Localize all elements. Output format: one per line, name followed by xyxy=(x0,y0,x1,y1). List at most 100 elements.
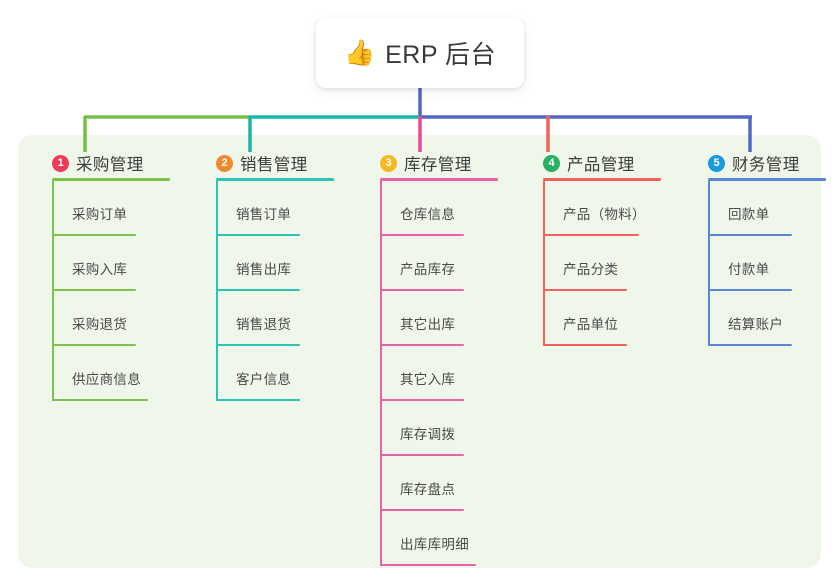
leaf-item[interactable]: 产品（物料） xyxy=(543,181,681,236)
leaf-item[interactable]: 供应商信息 xyxy=(52,346,190,401)
leaf-item[interactable]: 回款单 xyxy=(708,181,839,236)
leaf-label: 回款单 xyxy=(728,207,770,222)
column-header[interactable]: 5 财务管理 xyxy=(682,145,839,181)
column-产品管理: 4 产品管理产品（物料）产品分类产品单位 xyxy=(517,145,681,346)
leaf-item[interactable]: 产品分类 xyxy=(543,236,681,291)
leaf-underline xyxy=(52,234,136,236)
column-header[interactable]: 4 产品管理 xyxy=(517,145,681,181)
leaf-item[interactable]: 销售出库 xyxy=(216,236,354,291)
leaf-spine xyxy=(380,346,382,401)
leaf-spine xyxy=(52,181,54,236)
leaf-label: 销售退货 xyxy=(236,317,292,332)
leaf-item[interactable]: 付款单 xyxy=(708,236,839,291)
leaf-label: 出库库明细 xyxy=(400,537,469,552)
leaf-label: 结算账户 xyxy=(728,317,784,332)
column-header-underline xyxy=(216,178,334,181)
leaf-label: 采购入库 xyxy=(72,262,128,277)
leaf-item[interactable]: 其它出库 xyxy=(380,291,518,346)
leaf-spine xyxy=(380,456,382,511)
leaf-item[interactable]: 出库库明细 xyxy=(380,511,518,566)
leaf-spine xyxy=(380,236,382,291)
leaf-underline xyxy=(216,234,300,236)
diagram-panel xyxy=(18,135,821,568)
leaf-spine xyxy=(216,181,218,236)
leaf-item[interactable]: 产品单位 xyxy=(543,291,681,346)
column-index-badge: 4 xyxy=(543,154,560,172)
leaf-item[interactable]: 结算账户 xyxy=(708,291,839,346)
column-title: 产品管理 xyxy=(567,156,635,174)
column-header-underline xyxy=(380,178,498,181)
leaf-item[interactable]: 销售订单 xyxy=(216,181,354,236)
root-node-label: ERP 后台 xyxy=(385,41,497,69)
leaf-item[interactable]: 仓库信息 xyxy=(380,181,518,236)
leaf-underline xyxy=(380,289,464,291)
leaf-spine xyxy=(216,236,218,291)
column-header-underline xyxy=(52,178,170,181)
leaf-underline xyxy=(380,454,464,456)
leaf-spine xyxy=(52,291,54,346)
leaf-list: 回款单付款单结算账户 xyxy=(708,181,839,346)
leaf-item[interactable]: 采购订单 xyxy=(52,181,190,236)
column-header-underline xyxy=(708,178,826,181)
leaf-label: 付款单 xyxy=(728,262,770,277)
leaf-label: 库存调拨 xyxy=(400,427,456,442)
leaf-underline xyxy=(216,289,300,291)
thumbs-up-icon: 👍 xyxy=(343,38,376,67)
leaf-label: 采购订单 xyxy=(72,207,128,222)
leaf-label: 库存盘点 xyxy=(400,482,456,497)
leaf-underline xyxy=(52,344,136,346)
leaf-spine xyxy=(380,291,382,346)
leaf-underline xyxy=(380,344,464,346)
column-采购管理: 1 采购管理采购订单采购入库采购退货供应商信息 xyxy=(26,145,190,401)
leaf-item[interactable]: 产品库存 xyxy=(380,236,518,291)
leaf-item[interactable]: 采购入库 xyxy=(52,236,190,291)
column-title: 财务管理 xyxy=(732,156,800,174)
leaf-underline xyxy=(216,344,300,346)
leaf-underline xyxy=(380,509,464,511)
leaf-underline xyxy=(708,289,792,291)
leaf-label: 仓库信息 xyxy=(400,207,456,222)
column-title: 销售管理 xyxy=(240,156,308,174)
leaf-item[interactable]: 销售退货 xyxy=(216,291,354,346)
leaf-spine xyxy=(708,181,710,236)
leaf-underline xyxy=(216,399,300,401)
leaf-spine xyxy=(216,346,218,401)
leaf-list: 仓库信息产品库存其它出库其它入库库存调拨库存盘点出库库明细 xyxy=(380,181,518,566)
leaf-list: 产品（物料）产品分类产品单位 xyxy=(543,181,681,346)
leaf-underline xyxy=(543,289,627,291)
leaf-item[interactable]: 其它入库 xyxy=(380,346,518,401)
leaf-label: 销售订单 xyxy=(236,207,292,222)
column-title: 采购管理 xyxy=(76,156,144,174)
column-index-badge: 2 xyxy=(216,154,233,172)
leaf-item[interactable]: 库存调拨 xyxy=(380,401,518,456)
leaf-list: 销售订单销售出库销售退货客户信息 xyxy=(216,181,354,401)
leaf-list: 采购订单采购入库采购退货供应商信息 xyxy=(52,181,190,401)
leaf-spine xyxy=(380,511,382,566)
leaf-spine xyxy=(543,181,545,236)
leaf-spine xyxy=(380,401,382,456)
leaf-item[interactable]: 采购退货 xyxy=(52,291,190,346)
leaf-spine xyxy=(708,291,710,346)
leaf-underline xyxy=(543,234,639,236)
column-销售管理: 2 销售管理销售订单销售出库销售退货客户信息 xyxy=(190,145,354,401)
leaf-spine xyxy=(52,346,54,401)
leaf-underline xyxy=(380,399,464,401)
column-index-badge: 1 xyxy=(52,154,69,172)
leaf-spine xyxy=(543,236,545,291)
column-title: 库存管理 xyxy=(404,156,472,174)
leaf-item[interactable]: 客户信息 xyxy=(216,346,354,401)
leaf-spine xyxy=(380,181,382,236)
root-node[interactable]: 👍 ERP 后台 xyxy=(316,18,524,88)
leaf-underline xyxy=(380,564,476,566)
leaf-underline xyxy=(380,234,464,236)
leaf-underline xyxy=(52,399,148,401)
column-header[interactable]: 1 采购管理 xyxy=(26,145,190,181)
leaf-label: 产品单位 xyxy=(563,317,619,332)
leaf-item[interactable]: 库存盘点 xyxy=(380,456,518,511)
column-header[interactable]: 2 销售管理 xyxy=(190,145,354,181)
leaf-label: 产品库存 xyxy=(400,262,456,277)
column-index-badge: 5 xyxy=(708,154,725,172)
leaf-spine xyxy=(52,236,54,291)
leaf-spine xyxy=(216,291,218,346)
